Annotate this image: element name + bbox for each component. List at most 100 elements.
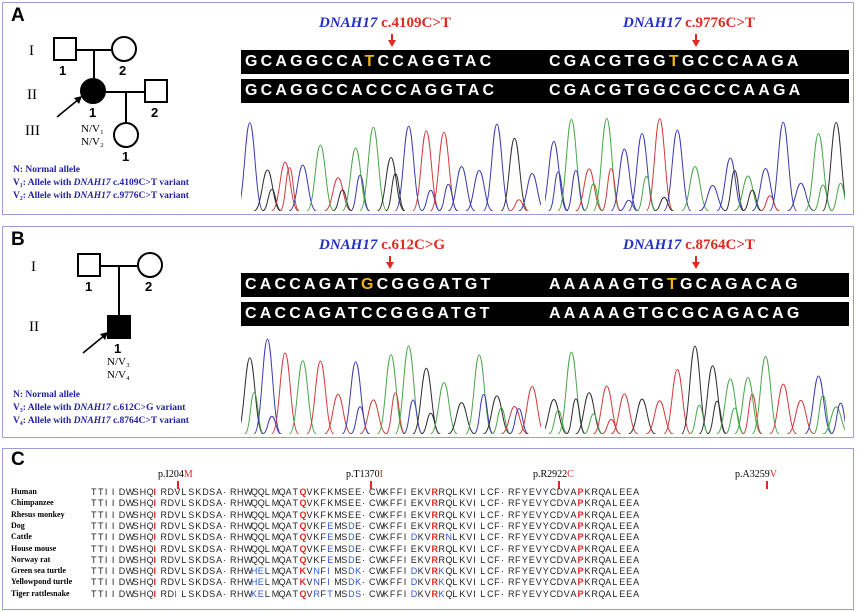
pedigree-affected-female-ii1 (80, 78, 106, 104)
species-name: Cattle (11, 532, 32, 542)
trace-peak (565, 398, 587, 434)
trace-peak (822, 406, 845, 434)
generation-label-i: I (31, 259, 36, 275)
trace-peak (412, 367, 441, 434)
descent-line-ii (125, 92, 127, 122)
mutation-label-4: p.A3259V (735, 469, 777, 480)
pedigree-female-i2 (137, 252, 163, 278)
genotype-line1: N/V₁ (81, 123, 104, 135)
id-i1: 1 (85, 279, 93, 294)
trace-peak (306, 144, 335, 211)
trace-peak (349, 174, 371, 211)
trace-peak (681, 165, 709, 211)
variant-pointer-b-right (695, 256, 697, 264)
trace-peak (420, 189, 441, 211)
species-name: Rhesus monkey (11, 509, 65, 519)
trace-peak (628, 398, 656, 434)
trace-peak (518, 173, 541, 211)
id-ii1: 1 (114, 341, 122, 356)
trace-peak (350, 406, 371, 434)
pedigree-male-i1 (53, 37, 77, 61)
trace-peak (402, 399, 424, 434)
trace-peak (575, 392, 603, 434)
mutation-tick-3 (558, 481, 560, 489)
trace-peak (548, 171, 569, 211)
trace-peak (689, 404, 710, 434)
title-a-left: DNAH17 c.4109C>T (319, 15, 451, 31)
genotype-ii1: N/V₁ N/V₂ (81, 123, 104, 149)
species-name: Tiger rattlesnake (11, 588, 70, 598)
descent-line-i (93, 50, 95, 78)
proband-arrow-icon (56, 96, 82, 118)
trace-peak (610, 148, 639, 211)
legend-a-v1: V₁: Allele with DNAH17 c.4109C>T variant (13, 178, 189, 188)
trace-peak (394, 125, 423, 211)
trace-peak (804, 375, 833, 434)
id-ii2: 2 (151, 105, 159, 120)
trace-peak (812, 394, 834, 434)
trace-peak (830, 182, 845, 211)
trace-peak (483, 395, 511, 434)
mutation-label-2: p.T1370I (346, 469, 383, 480)
trace-peak (359, 126, 388, 211)
variant-arrow-icon (692, 40, 700, 47)
mutation-label-3: p.R2922C (533, 469, 574, 480)
trace-peak (509, 199, 529, 211)
trace-peak (430, 382, 458, 434)
trace-peak (261, 189, 282, 211)
trace-peak (760, 195, 780, 211)
trace-peak (751, 355, 780, 434)
trace-peak (271, 161, 300, 211)
species-name: Human (11, 487, 37, 496)
trace-peak (376, 156, 406, 211)
species-name: Yellowpond turtle (11, 577, 73, 587)
legend-b-v4: V₄: Allele with DNAH17 c.8764C>T variant (13, 416, 189, 426)
generation-label-ii: II (29, 319, 39, 335)
trace-peak (385, 173, 406, 211)
trace-peak (482, 123, 511, 211)
legend-b-normal: N: Normal allele (13, 390, 81, 400)
species-name: Green sea turtle (11, 566, 66, 576)
trace-peak (385, 392, 406, 434)
chromatogram-a-right (545, 117, 845, 211)
trace-peak (742, 189, 763, 211)
variant-pointer-a-left (391, 34, 393, 42)
genotype-line1: N/V₃ (107, 356, 130, 368)
trace-peak (583, 183, 604, 211)
panel-label-a: A (11, 5, 25, 26)
trace-peak (654, 196, 674, 211)
sequence-b-right-patient: AAAAAGTGTGCAGACAG (545, 273, 849, 297)
genotype-line2: N/V₄ (107, 369, 130, 381)
id-i2: 2 (145, 279, 153, 294)
trace-peak (610, 393, 639, 434)
chromatogram-b-left (241, 338, 541, 434)
mutation-tick-2 (370, 481, 372, 489)
genotype-line2: N/V₂ (81, 136, 104, 148)
trace-peak (663, 129, 692, 211)
trace-peak (253, 169, 282, 211)
trace-peak (332, 189, 353, 211)
trace-peak (518, 385, 541, 434)
sequence-a-left-reference: GCAGGCCACCCAGGTAC (241, 79, 545, 103)
trace-peak (500, 137, 529, 211)
sequence-a-left-patient: GCAGGCCATCCAGGTAC (241, 50, 545, 74)
id-i2: 2 (119, 63, 127, 78)
descent-line-i (118, 266, 120, 316)
legend-b-v3: V₃: Allele with DNAH17 c.612C>G variant (13, 403, 186, 413)
trace-peak (769, 121, 798, 211)
mutation-tick-4 (766, 481, 768, 489)
trace-peak (438, 183, 459, 211)
trace-peak (447, 166, 476, 211)
panel-a: A I II III 1 2 1 2 1 N/V₁ N/V₂ N: Normal… (2, 2, 854, 215)
pedigree-male-i1 (77, 253, 101, 277)
trace-peak (724, 169, 745, 211)
sequence-b-left-patient: CACCAGATGCGGGATGT (241, 273, 545, 297)
pedigree-affected-male-ii1 (107, 315, 131, 339)
trace-peak (645, 118, 674, 211)
title-b-left: DNAH17 c.612C>G (319, 237, 446, 253)
trace-peak (420, 412, 441, 434)
sequence-a-right-patient: CGACGTGGTGCCCAAGA (545, 50, 849, 74)
species-name: Dog (11, 520, 25, 530)
chromatogram-a-left (241, 122, 541, 211)
variant-arrow-icon (388, 40, 396, 47)
